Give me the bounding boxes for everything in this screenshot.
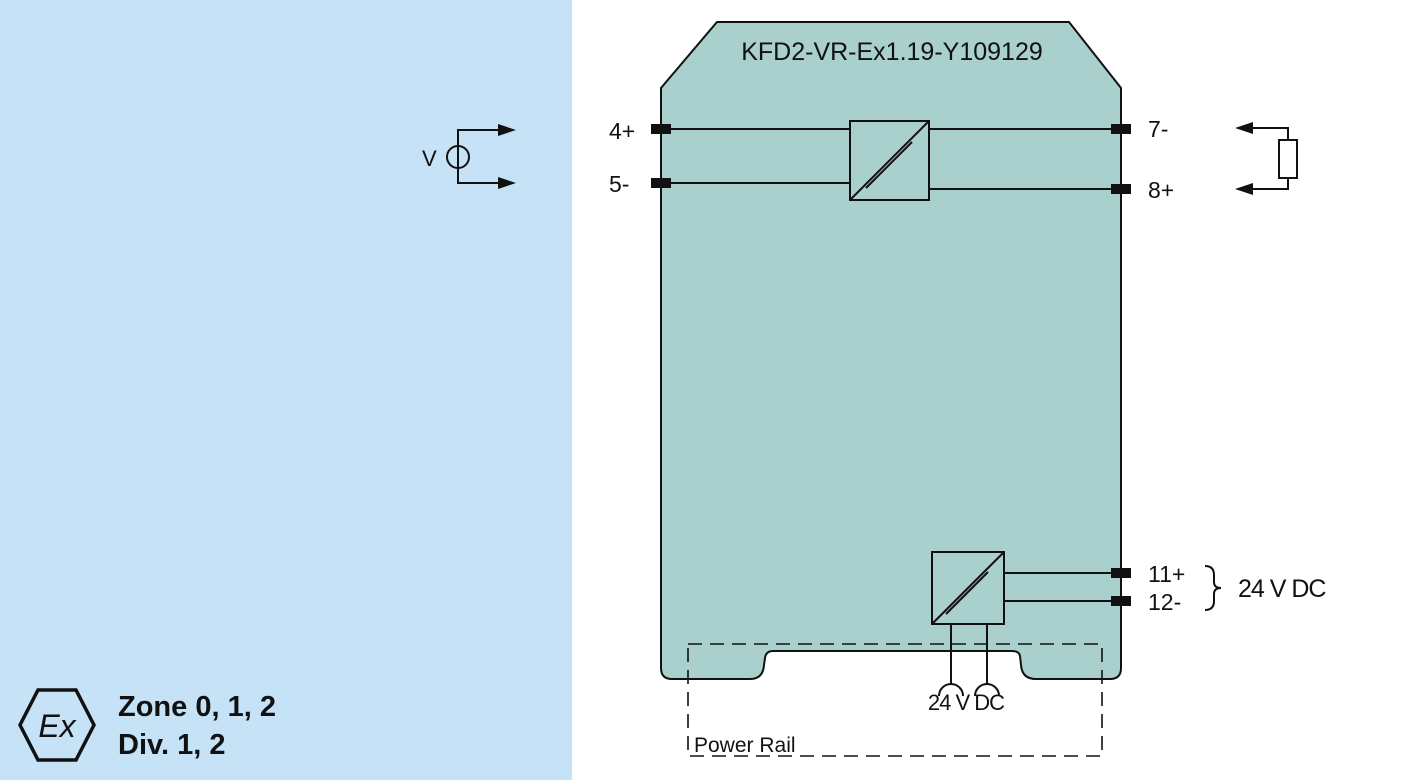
module-title: KFD2-VR-Ex1.19-Y109129 — [741, 38, 1043, 66]
voltage-source-icon — [446, 129, 500, 184]
power-rail-connector-icon — [938, 624, 1000, 697]
hazardous-area-panel — [0, 0, 572, 780]
terminal-7-label: 7- — [1148, 116, 1168, 142]
terminal-5 — [651, 178, 671, 188]
terminal-5-label: 5- — [609, 171, 629, 197]
output-arrow-icons — [1235, 122, 1253, 195]
power-rail-label: Power Rail — [694, 734, 796, 757]
terminal-7 — [1111, 124, 1131, 134]
terminal-4-label: 4+ — [609, 118, 635, 144]
zone-rating: Zone 0, 1, 2 — [118, 691, 276, 723]
terminal-11 — [1111, 568, 1131, 578]
power-rail-supply-label: 24 V DC — [928, 690, 1005, 715]
supply-label: 24 V DC — [1238, 575, 1326, 603]
brace-icon — [1204, 565, 1222, 611]
power-converter-icon — [931, 551, 1005, 625]
arrow-icons — [498, 124, 516, 189]
terminal-11-label: 11+ — [1148, 561, 1185, 587]
ex-hazard-icon: Ex — [18, 688, 96, 762]
terminal-12-label: 12- — [1148, 589, 1181, 615]
power-rail-outline — [687, 643, 1103, 757]
voltage-source-label: V — [422, 146, 437, 171]
terminal-8 — [1111, 184, 1131, 194]
signal-isolator-icon — [849, 120, 930, 201]
terminal-12 — [1111, 596, 1131, 606]
signal-wires — [671, 128, 1111, 602]
division-rating: Div. 1, 2 — [118, 729, 225, 761]
terminal-8-label: 8+ — [1148, 177, 1174, 203]
terminal-4 — [651, 124, 671, 134]
module-body — [660, 21, 1122, 680]
ex-mark: Ex — [38, 708, 76, 744]
load-resistor-icon — [1250, 127, 1298, 190]
terminal-blocks — [651, 124, 1131, 606]
